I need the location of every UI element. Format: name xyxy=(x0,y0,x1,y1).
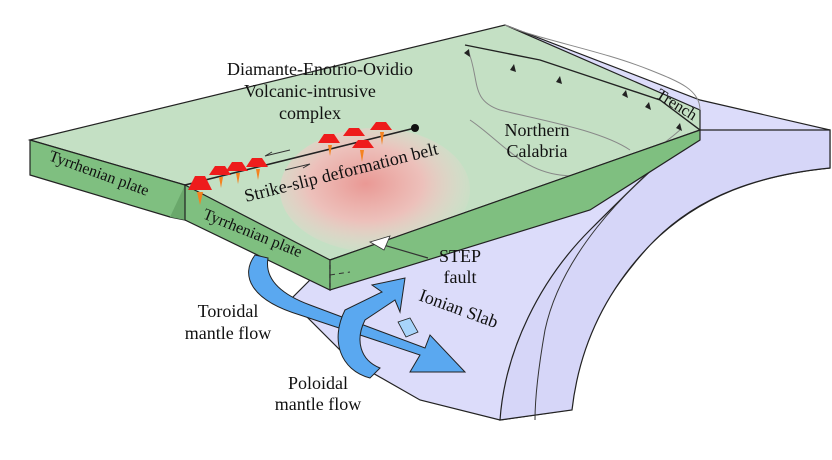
step-fault-pointer xyxy=(368,235,429,259)
label-toroidal-flow-2: mantle flow xyxy=(185,323,271,343)
volcano-icon xyxy=(246,158,268,180)
tyrrhenian-plate-back-block xyxy=(29,139,186,221)
volcano-icon xyxy=(352,140,374,162)
tyrrhenian-plate-front-block xyxy=(184,129,701,291)
contour-line xyxy=(504,24,701,111)
strike-slip-fault xyxy=(184,124,419,186)
slab-front-face xyxy=(499,129,831,421)
trench-tooth-icon xyxy=(464,49,470,57)
shear-arrow-right xyxy=(284,163,311,171)
white-arrow-icon xyxy=(368,235,391,251)
trench-tooth-icon xyxy=(622,90,628,98)
trench-tooth-icon xyxy=(676,123,682,131)
volcanoes xyxy=(188,122,392,205)
label-northern-calabria-2: Calabria xyxy=(507,141,568,161)
trench-tooth-icon xyxy=(556,76,562,84)
label-poloidal-flow-2: mantle flow xyxy=(275,394,361,414)
deformation-zone xyxy=(280,128,470,252)
volcano-icon xyxy=(318,134,340,156)
step-fault-dashed xyxy=(329,271,351,276)
slab-bend-line xyxy=(534,139,691,421)
contour-line xyxy=(467,49,631,151)
trench-tooth-icon xyxy=(510,64,516,72)
poloidal-flow-arrow xyxy=(337,277,419,379)
volcano-icon xyxy=(370,122,392,145)
label-toroidal-flow-1: Toroidal xyxy=(198,301,259,321)
volcano-icon xyxy=(209,166,231,188)
label-poloidal-flow-1: Poloidal xyxy=(288,373,348,393)
fault-endpoint xyxy=(411,124,419,132)
label-volcanic-complex-1: Diamante-Enotrio-Ovidio xyxy=(227,59,413,79)
volcano-icon xyxy=(343,128,365,136)
trench-tooth-icon xyxy=(645,102,651,110)
label-step-fault-2: fault xyxy=(444,267,477,287)
volcano-icon xyxy=(188,176,212,205)
label-northern-calabria-1: Northern xyxy=(505,120,570,140)
label-step-fault-1: STEP xyxy=(439,246,481,266)
volcano-icon xyxy=(226,162,248,184)
trench-line xyxy=(464,44,701,131)
label-volcanic-complex-3: complex xyxy=(279,103,341,123)
toroidal-flow-arrow xyxy=(248,254,467,373)
label-volcanic-complex-2: Volcanic-intrusive xyxy=(244,81,376,101)
shear-arrow-left xyxy=(264,149,291,157)
